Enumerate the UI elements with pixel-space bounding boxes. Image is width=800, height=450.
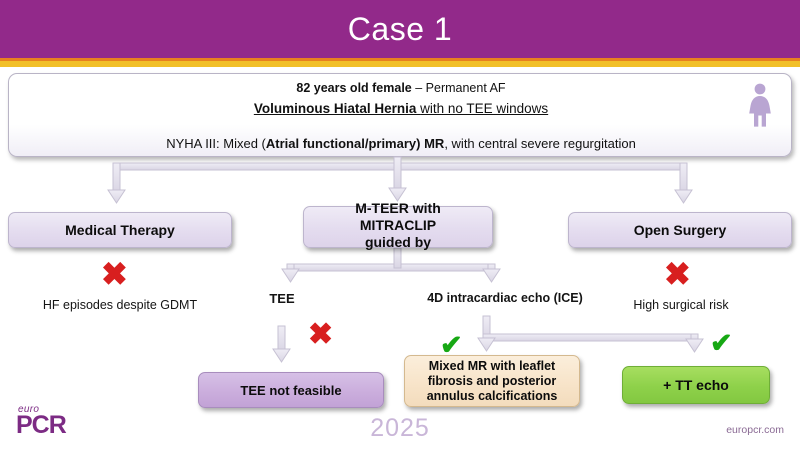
patient-info-line-3: NYHA III: Mixed (Atrial functional/prima… <box>9 136 793 151</box>
patient-age-sex: 82 years old female <box>296 81 412 95</box>
female-patient-icon <box>749 83 771 127</box>
accept-check-icon-mixed-mr: ✔ <box>440 330 463 360</box>
node-tt-echo[interactable]: + TT echo <box>622 366 770 404</box>
node-medical-therapy[interactable]: Medical Therapy <box>8 212 232 248</box>
header-rule-orange <box>0 58 800 61</box>
mr-etiology: Atrial functional/primary) MR <box>265 136 445 151</box>
caption-surgical-risk: High surgical risk <box>633 298 729 312</box>
hiatal-hernia-text: Voluminous Hiatal Hernia <box>253 101 421 116</box>
branch-label-ice: 4D intracardiac echo (ICE) <box>427 291 583 305</box>
logo-pcr-text: PCR <box>16 411 67 439</box>
mteer-line-2: MITRACLIP <box>359 217 437 233</box>
tee-windows-text: with no TEE windows <box>420 101 549 116</box>
footer-year: 2025 <box>370 414 430 442</box>
accept-check-icon-tt-echo: ✔ <box>710 328 733 358</box>
europcr-logo: euro PCR <box>16 404 86 446</box>
patient-info-line-2: Voluminous Hiatal Hernia with no TEE win… <box>9 101 793 116</box>
nyha-prefix: NYHA III: Mixed ( <box>166 136 266 151</box>
mteer-line-1: M-TEER with <box>355 200 441 216</box>
reject-x-icon-open-surgery: ✖ <box>664 256 691 292</box>
reject-x-icon-medical-therapy: ✖ <box>101 256 128 292</box>
node-mteer-mitraclip[interactable] <box>303 206 493 248</box>
footer-url: europcr.com <box>726 424 784 436</box>
node-open-surgery[interactable]: Open Surgery <box>568 212 792 248</box>
node-tee-not-feasible[interactable]: TEE not feasible <box>198 372 384 408</box>
node-mteer-label: M-TEER with MITRACLIP guided by <box>303 200 493 251</box>
header-rule-yellow <box>0 61 800 67</box>
page-title: Case 1 <box>347 11 453 47</box>
caption-hf-episodes: HF episodes despite GDMT <box>42 298 198 312</box>
branch-label-tee: TEE <box>269 291 295 306</box>
mteer-line-3: guided by <box>364 234 432 250</box>
patient-rhythm: – Permanent AF <box>411 81 506 95</box>
logo-euro-text: euro <box>18 404 40 415</box>
node-mixed-mr-findings[interactable]: Mixed MR with leaflet fibrosis and poste… <box>404 355 580 407</box>
nyha-suffix: , with central severe regurgitation <box>444 136 636 151</box>
header-bar: Case 1 <box>0 0 800 58</box>
patient-info-box: 82 years old female – Permanent AF Volum… <box>8 73 792 157</box>
patient-info-line-1: 82 years old female – Permanent AF <box>9 81 793 95</box>
reject-x-icon-tee: ✖ <box>308 318 334 351</box>
